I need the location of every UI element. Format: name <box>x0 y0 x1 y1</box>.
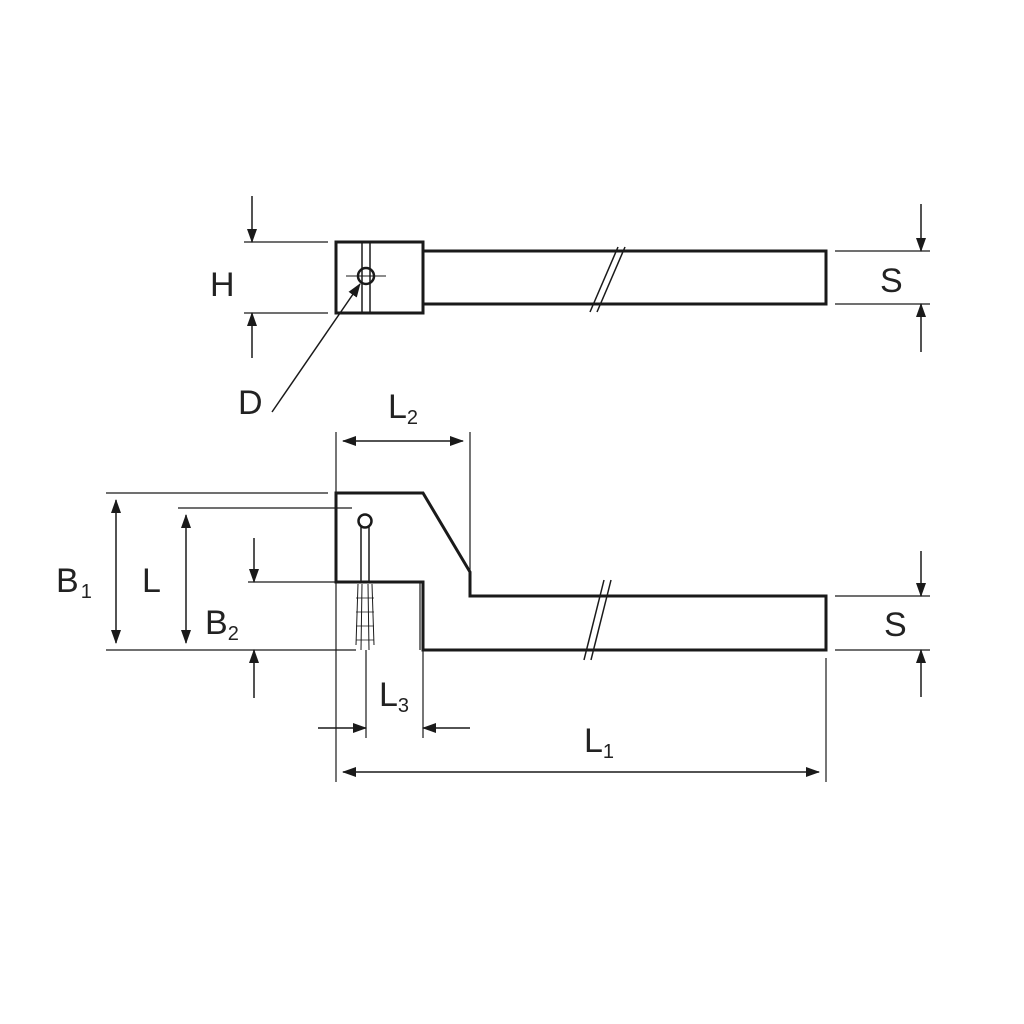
front-break-mark-2 <box>590 579 612 661</box>
split-pin <box>355 513 375 651</box>
front-view <box>106 432 930 782</box>
split-pin-eye <box>357 513 373 529</box>
split-pin-legs <box>355 583 375 651</box>
label-s-bottom: S <box>884 606 907 644</box>
front-break-mark-1 <box>583 579 605 661</box>
label-h: H <box>210 266 235 304</box>
top-hole <box>356 266 376 286</box>
label-b2: B2 <box>205 604 239 645</box>
label-d: D <box>238 384 263 422</box>
front-body-outline <box>334 491 828 652</box>
label-l3: L3 <box>379 676 409 717</box>
top-break-mark-1 <box>589 246 619 313</box>
label-s-top: S <box>880 262 903 300</box>
label-l: L <box>142 562 161 600</box>
top-break-mark-2 <box>596 246 626 313</box>
top-view <box>244 196 930 413</box>
d-leader-line <box>271 283 361 413</box>
top-head-block <box>334 240 425 315</box>
top-shaft <box>423 249 828 306</box>
label-l2: L2 <box>388 388 418 429</box>
label-l1: L1 <box>584 722 614 763</box>
